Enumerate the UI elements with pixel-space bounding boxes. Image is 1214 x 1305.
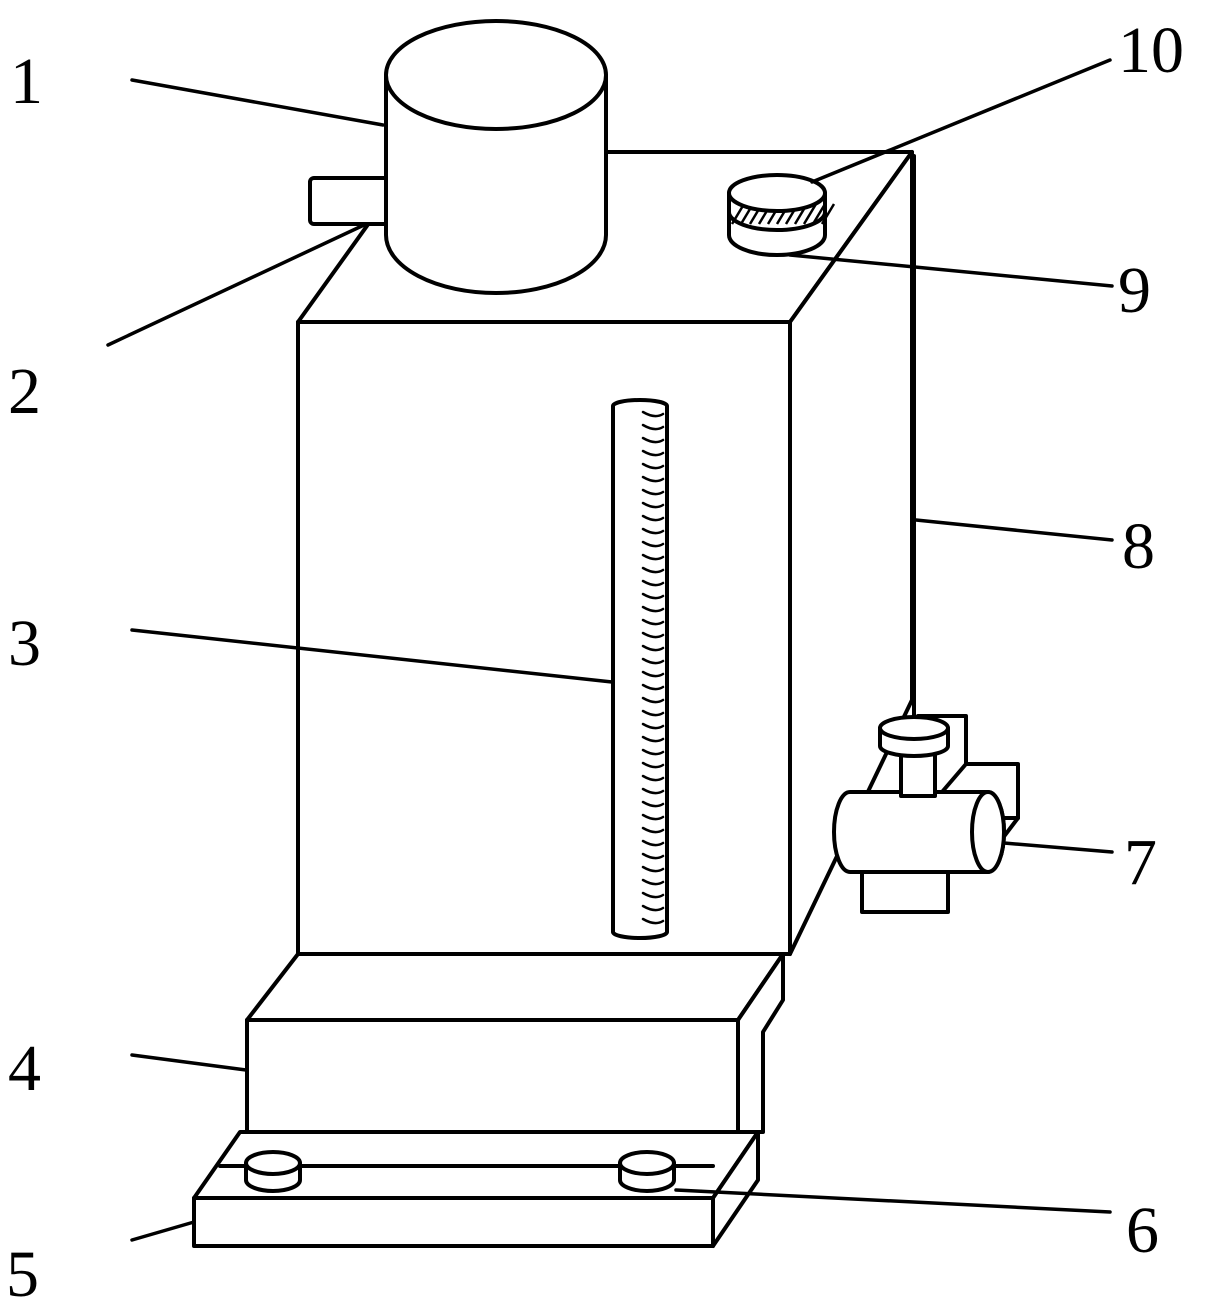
gauge-tick	[641, 410, 665, 418]
gauge-tick	[641, 644, 665, 652]
callout-8: 8	[1122, 510, 1155, 583]
callout-7: 7	[1124, 826, 1157, 899]
leader-3	[130, 628, 614, 684]
leader-10	[810, 58, 1112, 184]
callout-6: 6	[1126, 1194, 1159, 1267]
gauge-tube	[611, 398, 669, 940]
callout-3: 3	[8, 607, 41, 680]
top-cylinder	[384, 19, 608, 295]
gauge-tick	[641, 527, 665, 535]
gauge-tick	[641, 826, 665, 834]
gauge-tick	[641, 566, 665, 574]
base-bolt-left	[244, 1150, 302, 1193]
leader-2	[106, 223, 366, 347]
gauge-tick	[641, 748, 665, 756]
gauge-tick	[641, 839, 665, 847]
leader-9	[788, 253, 1114, 288]
gauge-tick	[641, 709, 665, 717]
side-nozzle	[308, 176, 392, 226]
filler-cap	[727, 173, 836, 257]
callout-1: 1	[10, 45, 43, 118]
gauge-tick	[641, 449, 665, 457]
base-bolt-right	[618, 1150, 676, 1193]
gauge-tick	[641, 540, 665, 548]
gauge-tick	[641, 852, 665, 860]
callout-9: 9	[1118, 254, 1151, 327]
callout-2: 2	[8, 355, 41, 428]
gauge-tick	[641, 774, 665, 782]
gauge-tick	[641, 553, 665, 561]
callout-10: 10	[1118, 14, 1184, 87]
lower-block	[245, 952, 785, 1134]
outlet-valve	[832, 714, 1020, 914]
base-plate	[192, 1130, 760, 1248]
gauge-tick	[641, 436, 665, 444]
gauge-tick	[641, 657, 665, 665]
gauge-tick	[641, 592, 665, 600]
gauge-tick	[641, 631, 665, 639]
gauge-tick	[641, 865, 665, 873]
gauge-tick	[641, 761, 665, 769]
gauge-tick	[641, 735, 665, 743]
callout-5: 5	[6, 1238, 39, 1305]
gauge-tick	[641, 696, 665, 704]
gauge-tick	[641, 891, 665, 899]
gauge-tick	[641, 501, 665, 509]
gauge-tick	[641, 579, 665, 587]
gauge-tick	[641, 618, 665, 626]
leader-1	[130, 78, 385, 127]
callout-4: 4	[8, 1032, 41, 1105]
gauge-tick	[641, 462, 665, 470]
leader-8	[914, 518, 1114, 542]
leader-lines	[106, 58, 1114, 1242]
gauge-tick	[641, 488, 665, 496]
callout-labels: 1 2 3 4 5 6 7 8 9 10	[6, 14, 1184, 1305]
gauge-tick	[641, 878, 665, 886]
gauge-tick	[641, 683, 665, 691]
gauge-tick	[641, 800, 665, 808]
gauge-tick	[641, 514, 665, 522]
gauge-tick	[641, 605, 665, 613]
gauge-tick	[641, 787, 665, 795]
gauge-tick-marks	[641, 410, 665, 925]
gauge-tick	[641, 813, 665, 821]
gauge-tick	[641, 423, 665, 431]
gauge-tick	[641, 670, 665, 678]
leader-4	[130, 1053, 248, 1072]
gauge-tick	[641, 722, 665, 730]
seal-hatching	[730, 203, 836, 225]
leader-6	[674, 1188, 1112, 1214]
leader-7	[1002, 841, 1114, 854]
gauge-tick	[641, 475, 665, 483]
leader-5	[130, 1220, 196, 1242]
gauge-tick	[641, 904, 665, 912]
gauge-tick	[641, 917, 665, 925]
main-body	[296, 150, 914, 956]
